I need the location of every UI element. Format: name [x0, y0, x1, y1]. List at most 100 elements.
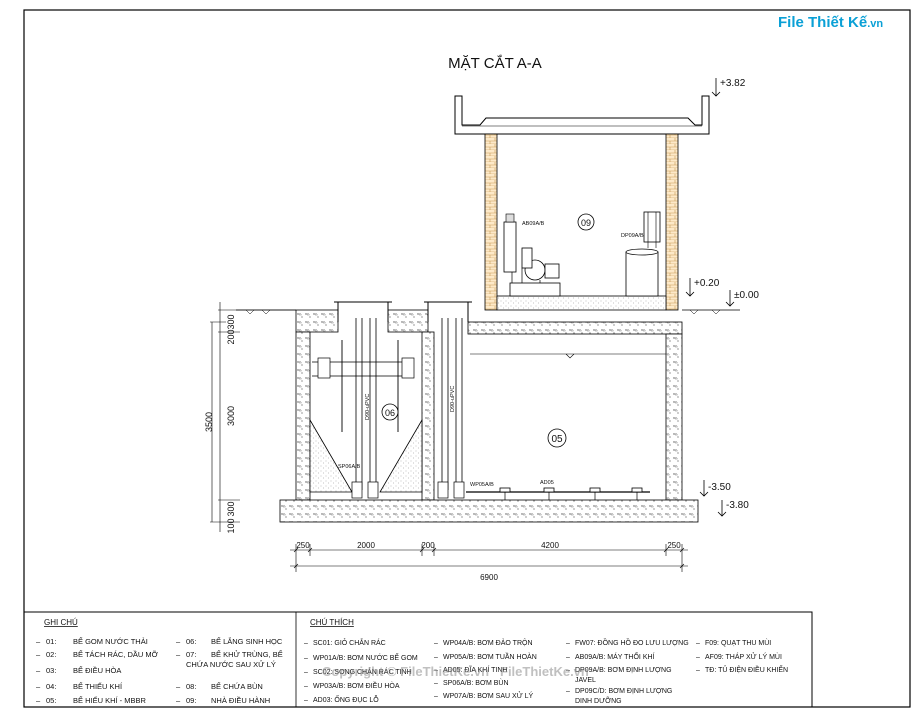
- house-wall-left: [484, 133, 498, 311]
- operation-house: AB09A/B DP09A/B 09: [454, 95, 710, 311]
- note-04-code: 04:: [46, 682, 56, 691]
- note-02-code: 02:: [46, 650, 56, 659]
- legend-list: –SC01: GIỎ CHẮN RÁC –WP01A/B: BƠM NƯỚC B…: [304, 637, 788, 705]
- legend-ab09: AB09A/B: MÁY THỔI KHÍ: [575, 652, 655, 661]
- legend-wp01: WP01A/B: BƠM NƯỚC BỂ GOM: [313, 653, 418, 662]
- watermark-copyright: Copyright © FileThietKe.vn: [322, 664, 490, 679]
- note-07-text-cont: CHỨA NƯỚC SAU XỬ LÝ: [186, 660, 276, 669]
- legend-af09: AF09: THÁP XỬ LÝ MÙI: [705, 652, 782, 661]
- legend-dp09ab-cont: JAVEL: [575, 677, 596, 684]
- svg-text:–: –: [434, 680, 438, 687]
- brand-logo: File Thiết Kế.vn: [778, 14, 883, 31]
- legend-wp03: WP03A/B: BƠM ĐIỀU HÒA: [313, 680, 400, 690]
- svg-text:–: –: [36, 682, 41, 691]
- legend-dp09cd: DP09C/D: BƠM ĐỊNH LƯỢNG: [575, 688, 672, 695]
- legend-dp09cd-cont: DINH DƯỠNG: [575, 696, 622, 705]
- tank-05-label: 05: [551, 434, 563, 445]
- wall-divider: [421, 331, 435, 501]
- ad-label: AD05: [540, 480, 554, 486]
- svg-text:–: –: [176, 650, 181, 659]
- svg-text:–: –: [304, 640, 308, 647]
- dim-h-2000: 2000: [357, 541, 375, 550]
- note-01-code: 01:: [46, 637, 56, 646]
- svg-text:–: –: [696, 654, 700, 661]
- house-tag: [577, 213, 595, 231]
- vertical-dimensions: [210, 302, 296, 532]
- note-07-code: 07:: [186, 650, 196, 659]
- note-09-code: 09:: [186, 696, 196, 705]
- svg-text:–: –: [696, 667, 700, 674]
- level-roof: +3.82: [720, 78, 746, 89]
- legend-sc01: SC01: GIỎ CHẮN RÁC: [313, 638, 386, 647]
- legend-wp04: WP04A/B: BƠM ĐẢO TRỘN: [443, 638, 533, 647]
- svg-text:–: –: [696, 640, 700, 647]
- legend-dp09ab: DP09A/B: BƠM ĐỊNH LƯỢNG: [575, 667, 672, 674]
- legend-td: TĐ: TỦ ĐIỆN ĐIỀU KHIỂN: [705, 664, 788, 674]
- svg-text:–: –: [176, 696, 181, 705]
- legend-sc02: SC02: SONG CHẮN RÁC TINH: [313, 667, 412, 676]
- legend-ad03: AD03: ỐNG ĐỤC LỖ: [313, 694, 379, 704]
- notes-title: GHI CHÚ: [44, 618, 78, 627]
- svg-text:–: –: [566, 667, 570, 674]
- top-slab-right: [467, 321, 683, 335]
- dim-v-3000: 3000: [226, 406, 236, 426]
- svg-text:–: –: [434, 667, 438, 674]
- house-wall-right: [665, 133, 679, 311]
- svg-text:–: –: [304, 669, 308, 676]
- note-07-text: BỂ KHỬ TRÙNG, BỂ: [211, 650, 283, 659]
- svg-text:–: –: [304, 655, 308, 662]
- svg-text:–: –: [36, 666, 41, 675]
- svg-text:–: –: [434, 640, 438, 647]
- wp-label: WP05A/B: [470, 482, 494, 488]
- sp-label: SP06A/B: [338, 464, 361, 470]
- svg-text:–: –: [36, 696, 41, 705]
- note-05-code: 05:: [46, 696, 56, 705]
- note-06-text: BỂ LẮNG SINH HỌC: [211, 637, 283, 646]
- horizontal-dimensions: [290, 544, 688, 572]
- note-01-text: BỂ GOM NƯỚC THẢI: [73, 637, 148, 646]
- blower-unit: [503, 213, 561, 297]
- svg-text:–: –: [304, 697, 308, 704]
- logo-suffix: .vn: [867, 18, 884, 30]
- pipe-label-2: D90-uPVC: [450, 386, 456, 412]
- legend-sp06: SP06A/B: BƠM BÙN: [443, 678, 509, 687]
- dim-total: 6900: [480, 573, 498, 582]
- svg-text:–: –: [566, 688, 570, 695]
- logo-main: File: [778, 14, 804, 31]
- notes-box: [23, 611, 813, 708]
- legend-wp07: WP07A/B: BƠM SAU XỬ LÝ: [443, 691, 534, 700]
- note-08-code: 08:: [186, 682, 196, 691]
- svg-text:–: –: [36, 637, 41, 646]
- tank-06-label: 06: [385, 408, 395, 418]
- dosing-unit: [625, 211, 661, 297]
- note-09-text: NHÀ ĐIỀU HÀNH: [211, 695, 270, 705]
- note-05-text: BỂ HIẾU KHÍ - MBBR: [73, 695, 147, 705]
- tank-06-tag: [381, 403, 399, 421]
- blower-label: AB09A/B: [522, 221, 545, 227]
- dim-v-300-top: 300: [226, 314, 236, 329]
- note-06-code: 06:: [186, 637, 196, 646]
- underground-structure: 06 05 D90-uPVC D90-uPVC SP06A/B WP05A/B …: [236, 301, 740, 523]
- watermark-site: FileThietKe.vn: [500, 664, 589, 679]
- dim-h-250-right: 250: [667, 541, 681, 550]
- tank-05-tag: [547, 428, 567, 448]
- legend-wp05: WP05A/B: BƠM TUẦN HOÀN: [443, 651, 537, 661]
- legend-f09: F09: QUẠT THU MÙI: [705, 638, 771, 647]
- pipe-label-1: D90-uPVC: [365, 394, 371, 420]
- legend-ad05: AD05: ĐĨA KHÍ TINH: [443, 665, 507, 674]
- note-02-text: BỂ TÁCH RÁC, DẦU MỠ: [73, 649, 159, 659]
- note-03-code: 03:: [46, 666, 56, 675]
- notes-list: –01:BỂ GOM NƯỚC THẢI –02:BỂ TÁCH RÁC, DẦ…: [36, 637, 283, 705]
- sheet-border: [23, 9, 911, 708]
- svg-text:–: –: [566, 640, 570, 647]
- level-markers: +3.82 +0.20 ±0.00 -3.50 -3.80: [685, 78, 759, 517]
- dim-v-3500: 3500: [204, 412, 214, 432]
- dosing-label: DP09A/B: [621, 233, 644, 239]
- house-floor: [496, 295, 667, 311]
- level-bottom: -3.50: [708, 482, 731, 493]
- note-03-text: BỂ ĐIỀU HÒA: [73, 665, 121, 675]
- svg-text:–: –: [434, 654, 438, 661]
- top-slab-mid: [387, 309, 429, 333]
- level-floor: +0.20: [694, 278, 720, 289]
